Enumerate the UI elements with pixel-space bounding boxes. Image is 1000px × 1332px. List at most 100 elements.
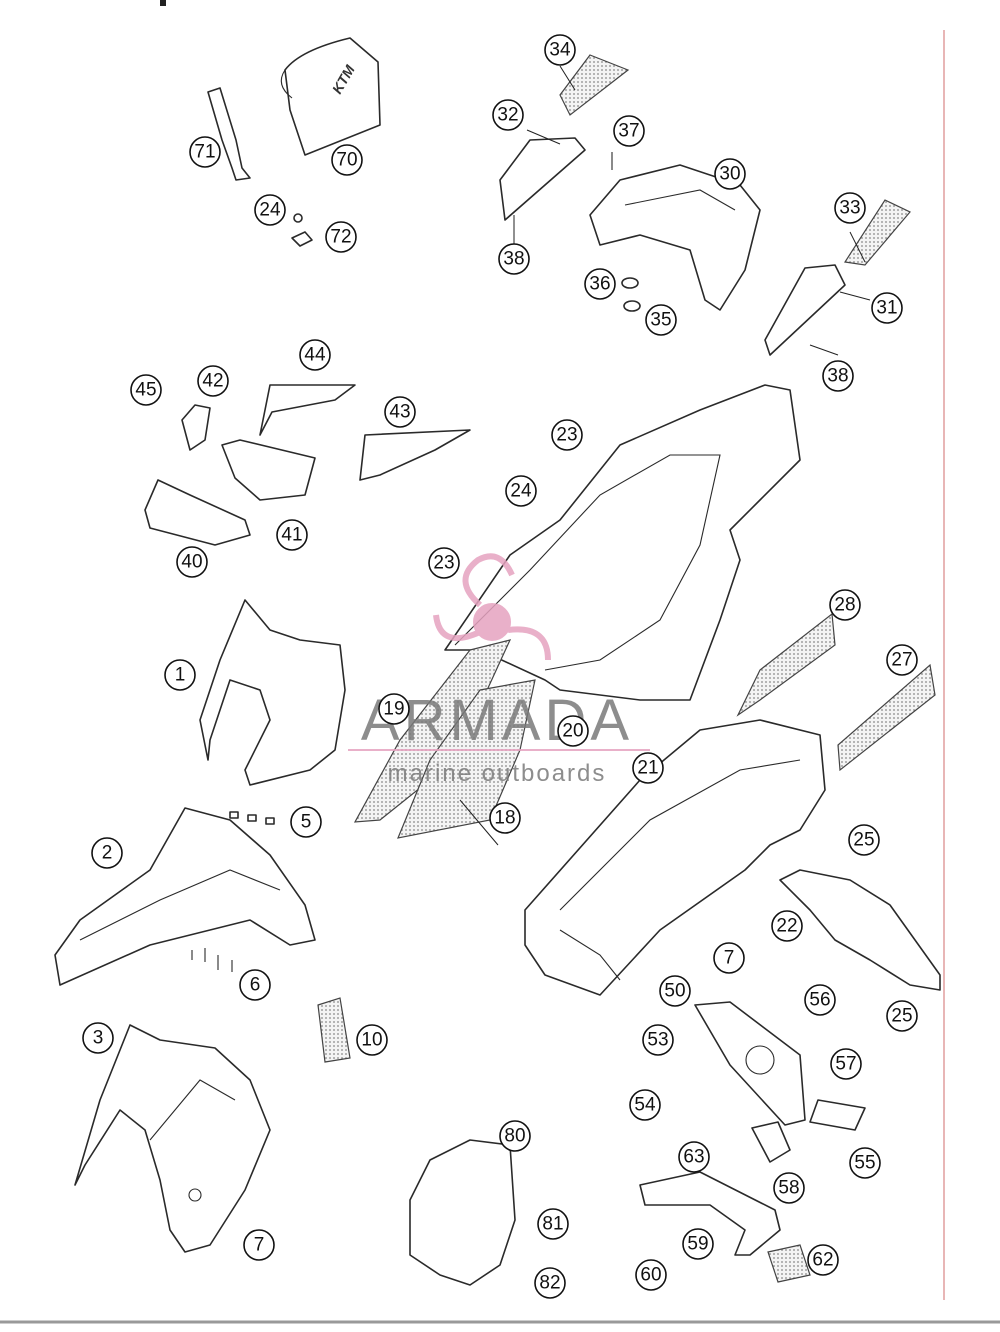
callout-58: 58 [773, 1172, 805, 1204]
callout-35: 35 [645, 304, 677, 336]
part-22-taillight-bracket [779, 869, 941, 991]
part-63-plate [639, 1171, 781, 1256]
svg-text:30: 30 [719, 164, 740, 185]
callout-33: 33 [834, 192, 866, 224]
svg-text:60: 60 [640, 1265, 661, 1286]
callout-72: 72 [325, 221, 357, 253]
watermark-tagline: marine outboards [388, 760, 607, 787]
callout-63: 63 [678, 1141, 710, 1173]
svg-text:55: 55 [854, 1153, 875, 1174]
svg-text:72: 72 [330, 227, 351, 248]
part-36-grommet [621, 277, 639, 289]
svg-text:50: 50 [664, 981, 685, 1002]
part-50-license-plate-bracket [694, 1001, 806, 1126]
svg-text:25: 25 [891, 1006, 912, 1027]
svg-text:23: 23 [556, 425, 577, 446]
svg-text:33: 33 [839, 198, 860, 219]
svg-text:56: 56 [809, 990, 830, 1011]
part-3-fork-guard [74, 1024, 271, 1253]
callout-24-top: 24 [254, 194, 286, 226]
callout-38-right: 38 [822, 360, 854, 392]
svg-text:57: 57 [835, 1054, 856, 1075]
part-72-clip [291, 213, 313, 247]
svg-text:35: 35 [650, 310, 671, 331]
callout-36: 36 [584, 268, 616, 300]
svg-text:71: 71 [194, 142, 215, 163]
callout-42: 42 [197, 365, 229, 397]
callout-45: 45 [130, 374, 162, 406]
callout-22: 22 [771, 910, 803, 942]
callout-60: 60 [635, 1259, 667, 1291]
svg-text:53: 53 [647, 1030, 668, 1051]
part-80-headlight-cover [409, 1139, 516, 1286]
watermark-logo [433, 553, 551, 661]
svg-text:7: 7 [254, 1235, 265, 1256]
callout-7-fork-guard: 7 [243, 1229, 275, 1261]
callout-23-upper: 23 [551, 419, 583, 451]
svg-text:42: 42 [202, 371, 223, 392]
top-corner-mark [160, 0, 166, 6]
callout-28: 28 [829, 589, 861, 621]
callout-81: 81 [537, 1208, 569, 1240]
part-40-panel [144, 479, 251, 546]
part-55-reflector [809, 1099, 866, 1131]
svg-text:43: 43 [389, 402, 410, 423]
svg-text:81: 81 [542, 1214, 563, 1235]
svg-text:58: 58 [778, 1178, 799, 1199]
svg-text:80: 80 [504, 1126, 525, 1147]
callout-44: 44 [299, 339, 331, 371]
svg-text:31: 31 [876, 298, 897, 319]
part-2-front-fender [54, 807, 316, 986]
callout-70: 70 [331, 144, 363, 176]
svg-text:70: 70 [336, 150, 357, 171]
callout-1: 1 [164, 659, 196, 691]
leader-lines [459, 65, 871, 846]
callout-41: 41 [276, 519, 308, 551]
svg-text:59: 59 [687, 1234, 708, 1255]
callout-31: 31 [871, 292, 903, 324]
svg-text:37: 37 [618, 121, 639, 142]
callout-38-left: 38 [498, 243, 530, 275]
part-42-bracket [181, 404, 211, 451]
part-30-grab-handle [589, 164, 761, 311]
callout-21: 21 [632, 752, 664, 784]
callout-27: 27 [886, 644, 918, 676]
part-19-decal [353, 639, 512, 823]
svg-text:2: 2 [102, 843, 113, 864]
callout-37: 37 [613, 115, 645, 147]
part-62-reflector [767, 1244, 811, 1283]
svg-text:18: 18 [494, 808, 515, 829]
callout-25-upper: 25 [848, 824, 880, 856]
part-5-nuts [229, 811, 275, 825]
svg-text:6: 6 [250, 975, 261, 996]
svg-text:40: 40 [181, 552, 202, 573]
svg-text:32: 32 [497, 105, 518, 126]
svg-text:23: 23 [433, 553, 454, 574]
part-33-decal [843, 199, 911, 266]
svg-text:27: 27 [891, 650, 912, 671]
part-34-decal [559, 54, 630, 116]
svg-text:28: 28 [834, 595, 855, 616]
svg-text:36: 36 [589, 274, 610, 295]
callout-62: 62 [807, 1244, 839, 1276]
part-58-bracket [751, 1121, 791, 1163]
callout-59: 59 [682, 1228, 714, 1260]
callout-6: 6 [239, 969, 271, 1001]
svg-text:3: 3 [93, 1028, 104, 1049]
part-31-side-cover [764, 264, 846, 356]
part-43-trim [359, 429, 471, 481]
part-6-screws [191, 948, 233, 972]
callout-56: 56 [804, 984, 836, 1016]
callout-34: 34 [544, 34, 576, 66]
callout-5: 5 [290, 806, 322, 838]
callout-80: 80 [499, 1120, 531, 1152]
svg-text:38: 38 [503, 249, 524, 270]
callout-30: 30 [714, 158, 746, 190]
part-70-seat-cover: KTM [280, 37, 381, 156]
svg-text:41: 41 [281, 525, 302, 546]
callout-32: 32 [492, 99, 524, 131]
svg-text:1: 1 [175, 665, 186, 686]
svg-text:20: 20 [562, 721, 583, 742]
part-1-headlight-mask [199, 599, 346, 786]
